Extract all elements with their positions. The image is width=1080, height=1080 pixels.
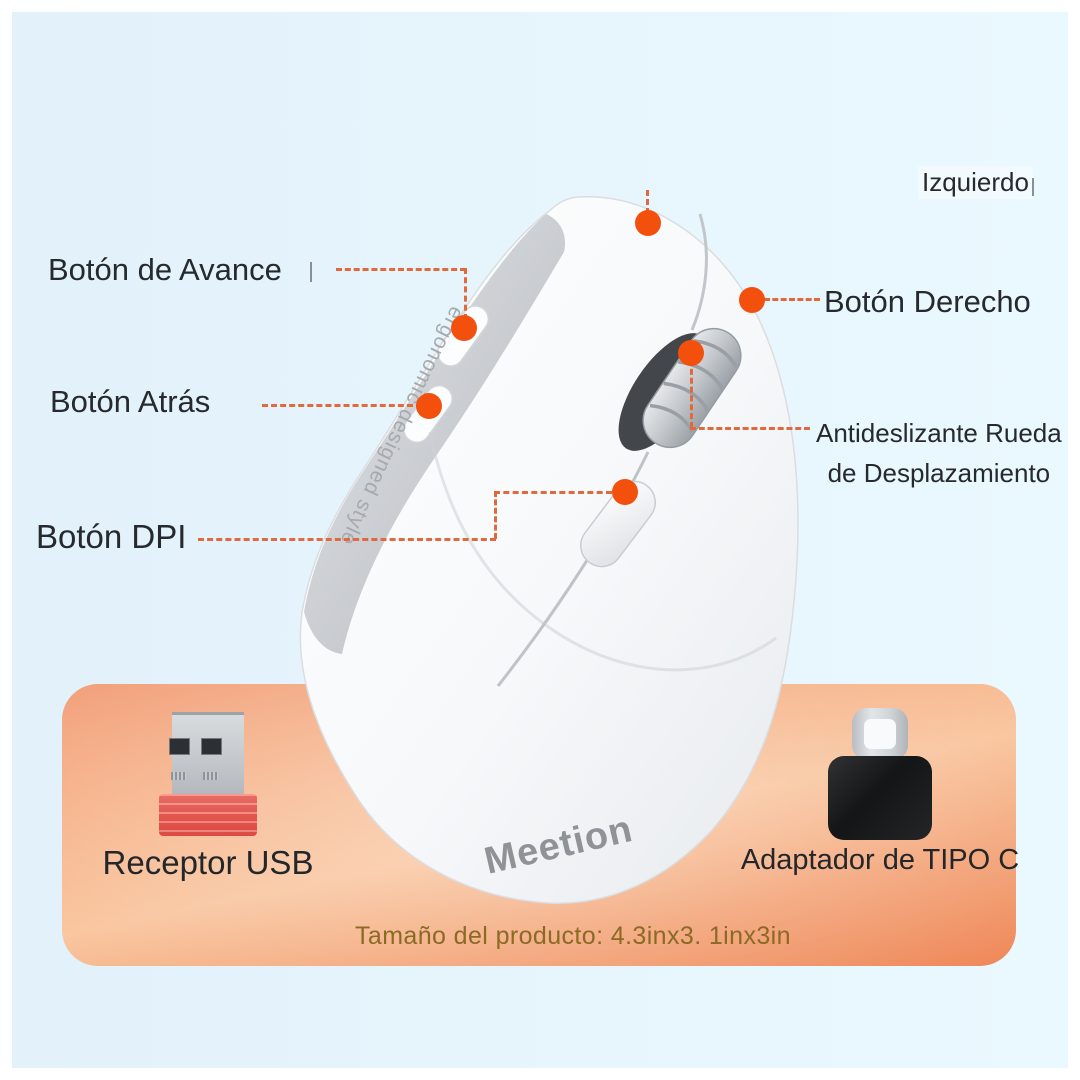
- leader-tick: [1032, 178, 1034, 196]
- leader-line-dpi-button: [494, 491, 612, 494]
- leader-dot-dpi-button: [612, 479, 638, 505]
- usb-receiver-icon: [159, 706, 257, 836]
- leader-dot-scroll-wheel: [678, 340, 704, 366]
- type-c-adapter-label: Adaptador de TIPO C: [740, 844, 1020, 876]
- leader-line-back-button: [262, 404, 422, 407]
- type-c-adapter-block: Adaptador de TIPO C: [728, 700, 1032, 877]
- leader-line-dpi-button: [494, 491, 497, 539]
- label-scroll-wheel-line1: Antideslizante Rueda: [816, 418, 1062, 448]
- leader-line-left-button: [646, 190, 649, 214]
- usb-pin-hole: [201, 738, 222, 755]
- usb-receiver-body: [159, 794, 257, 836]
- label-scroll-wheel-line2: de Desplazamiento: [827, 458, 1051, 488]
- leader-line-dpi-button: [198, 538, 496, 541]
- usb-contact-pad: [203, 772, 218, 780]
- product-size-text: Tamaño del producto: 4.3inx3. 1inx3in: [355, 922, 791, 950]
- label-forward-button: Botón de Avance: [48, 252, 282, 287]
- usb-c-adapter-body: [828, 756, 932, 840]
- leader-line-forward-button: [464, 268, 467, 320]
- usb-pin-hole: [169, 738, 190, 755]
- leader-tick: [310, 262, 312, 282]
- leader-line-scroll-wheel: [690, 360, 693, 428]
- mouse-side-wing: [304, 214, 566, 654]
- usb-receiver-block: Receptor USB: [78, 706, 338, 882]
- label-dpi-button: Botón DPI: [36, 518, 187, 555]
- usb-metal-shell: [172, 712, 244, 799]
- usb-receiver-label: Receptor USB: [102, 844, 314, 881]
- label-left-button: Izquierdo: [918, 166, 1033, 199]
- leader-line-scroll-wheel: [690, 427, 810, 430]
- label-scroll-wheel: Antideslizante Rueda de Desplazamiento: [816, 418, 1062, 489]
- top-button-seam: [690, 213, 708, 331]
- usb-contact-pad: [171, 772, 186, 780]
- leader-dot-right-button: [739, 287, 765, 313]
- label-back-button: Botón Atrás: [50, 384, 211, 419]
- leader-line-right-button: [764, 298, 820, 301]
- usb-c-plug: [852, 708, 908, 760]
- front-face-seam: [428, 431, 777, 672]
- leader-dot-back-button: [416, 393, 442, 419]
- label-right-button: Botón Derecho: [824, 284, 1031, 319]
- leader-line-forward-button: [336, 268, 466, 271]
- usb-c-plug-slot: [864, 719, 896, 749]
- leader-dot-left-button: [635, 210, 661, 236]
- usb-c-adapter-icon: [825, 700, 935, 840]
- leader-dot-forward-button: [451, 315, 477, 341]
- dpi-button: [580, 480, 656, 568]
